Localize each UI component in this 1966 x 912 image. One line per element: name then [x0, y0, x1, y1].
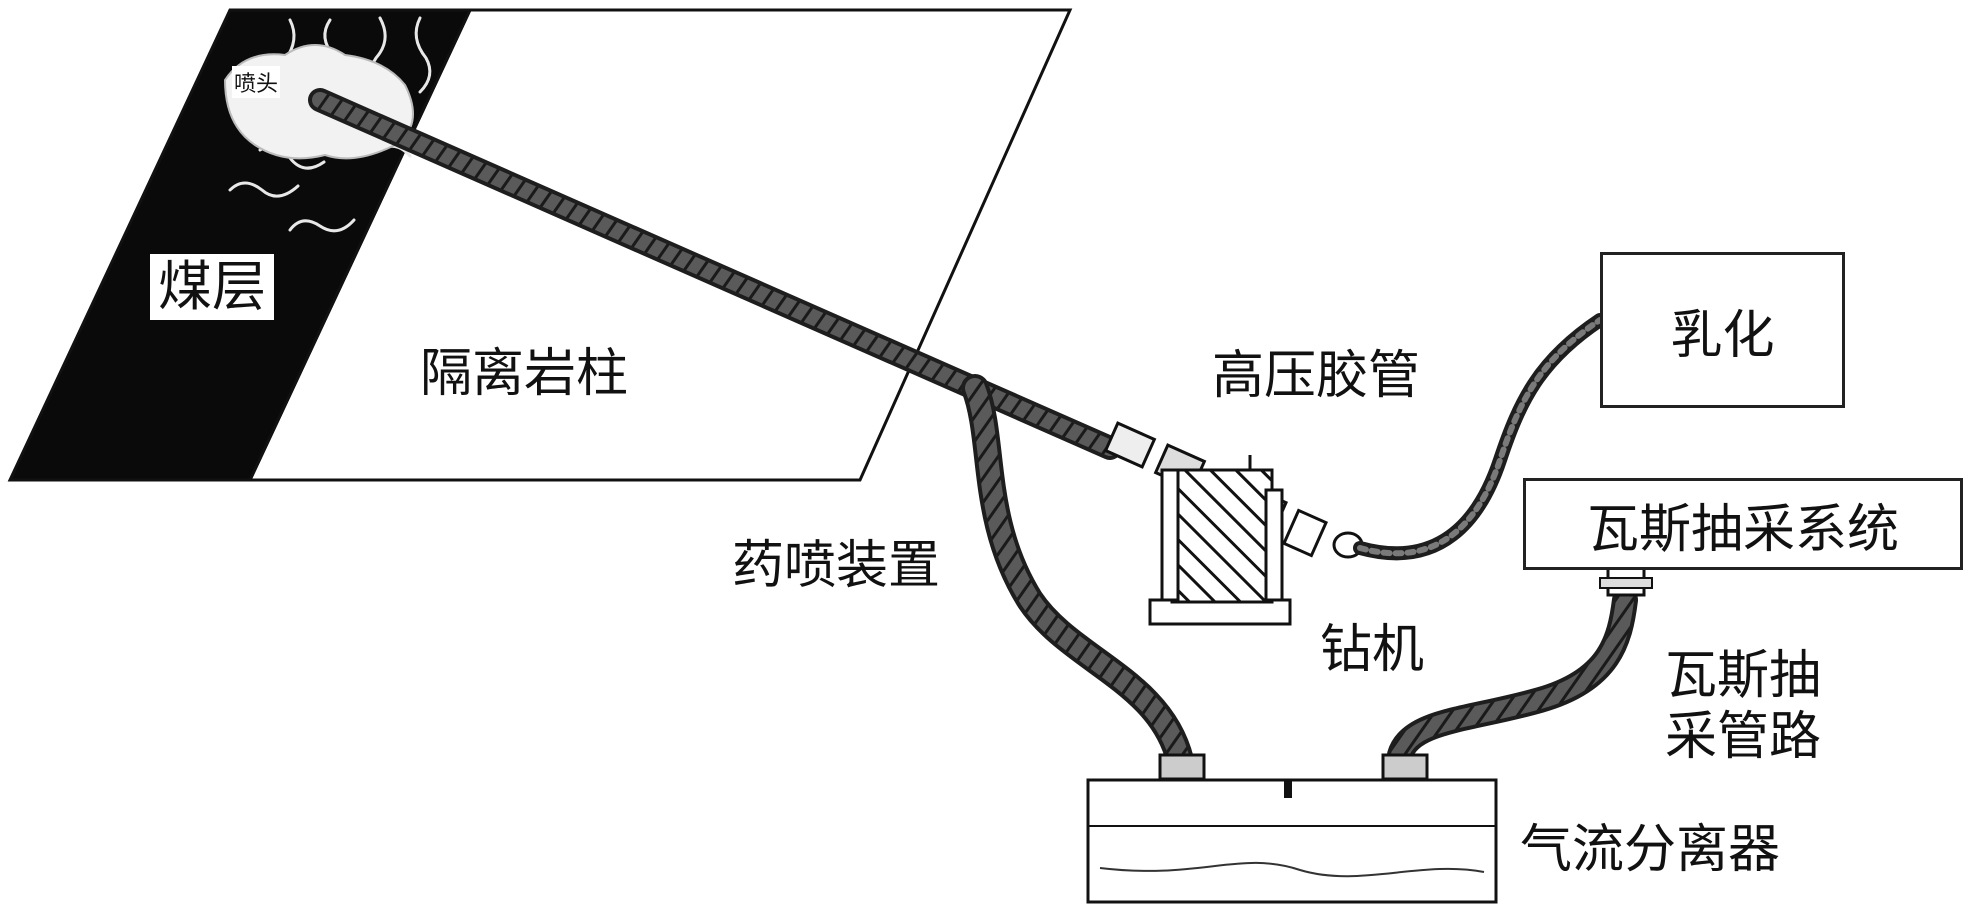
gas-drainage-pipe-label-line1: 瓦斯抽 [1665, 646, 1822, 706]
emulsion-label: 乳化 [1670, 305, 1775, 366]
separator-fittings [1158, 753, 1429, 781]
gas-drainage-pipe-label: 瓦斯抽 采管路 [1665, 646, 1821, 769]
isolation-pillar-label: 隔离岩柱 [420, 344, 629, 404]
gas-drainage-system-box: 瓦斯抽采系统 [1523, 478, 1963, 570]
gas-drainage-pipe-label-line2: 采管路 [1665, 707, 1822, 768]
spray-device-label: 药喷装置 [732, 536, 941, 596]
nozzle-label: 喷头 [232, 66, 281, 98]
emulsion-box: 乳化 [1600, 252, 1845, 408]
drill-machine [1148, 455, 1292, 626]
coal-seam-label: 煤层 [150, 254, 274, 320]
airflow-separator [1086, 778, 1498, 904]
gas-drainage-system-label: 瓦斯抽采系统 [1586, 499, 1899, 560]
drill-label: 钻机 [1320, 620, 1425, 680]
high-pressure-hose-label: 高压胶管 [1212, 346, 1421, 406]
airflow-separator-label: 气流分离器 [1520, 820, 1781, 880]
